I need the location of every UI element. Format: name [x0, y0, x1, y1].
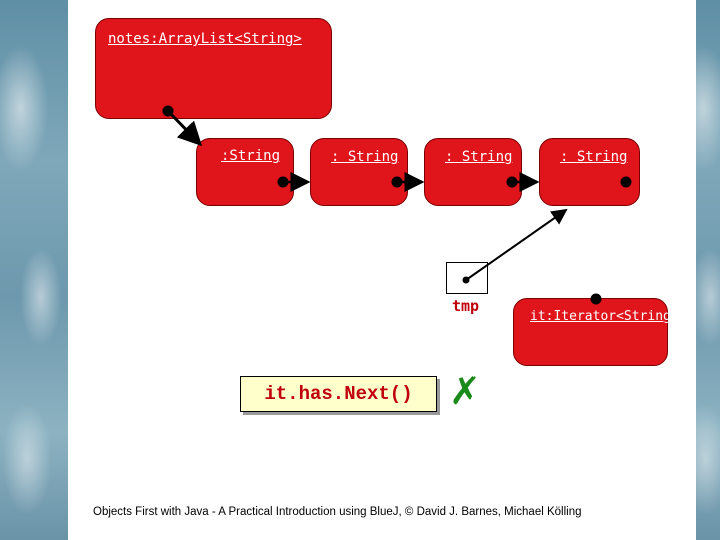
slide-footer: Objects First with Java - A Practical In…: [93, 506, 582, 518]
string-object-4: : String: [539, 138, 640, 206]
tmp-variable-box: [446, 262, 488, 294]
string3-to-string4-arrow: [506, 172, 540, 192]
hasnext-call-box: it.has.Next(): [240, 376, 437, 412]
list-to-first-string-arrow: [162, 105, 203, 147]
false-cross-mark: ✗: [449, 369, 481, 413]
tmp-variable-label: tmp: [452, 297, 480, 315]
string2-to-string3-arrow: [391, 172, 425, 192]
background-right-panel: [696, 0, 720, 540]
string4-null-reference-dot: [620, 176, 632, 188]
string-label-1: :String: [221, 148, 281, 164]
string1-to-string2-arrow: [277, 172, 311, 192]
tmp-to-string4-arrow: [462, 208, 568, 284]
iterator-object: it:Iterator<String>: [513, 298, 679, 366]
iterator-label: it:Iterator<String>: [530, 309, 679, 324]
background-left-panel: [0, 0, 68, 540]
string-label-2: : String: [331, 149, 399, 165]
string-object-1: :String: [196, 138, 294, 206]
arraylist-object: notes:ArrayList<String>: [95, 18, 332, 119]
hasnext-call-text: it.has.Next(): [264, 383, 413, 405]
arraylist-label: notes:ArrayList<String>: [108, 31, 302, 47]
string-label-4: : String: [560, 149, 628, 165]
iterator-null-reference-dot: [590, 293, 602, 305]
string-label-3: : String: [445, 149, 513, 165]
